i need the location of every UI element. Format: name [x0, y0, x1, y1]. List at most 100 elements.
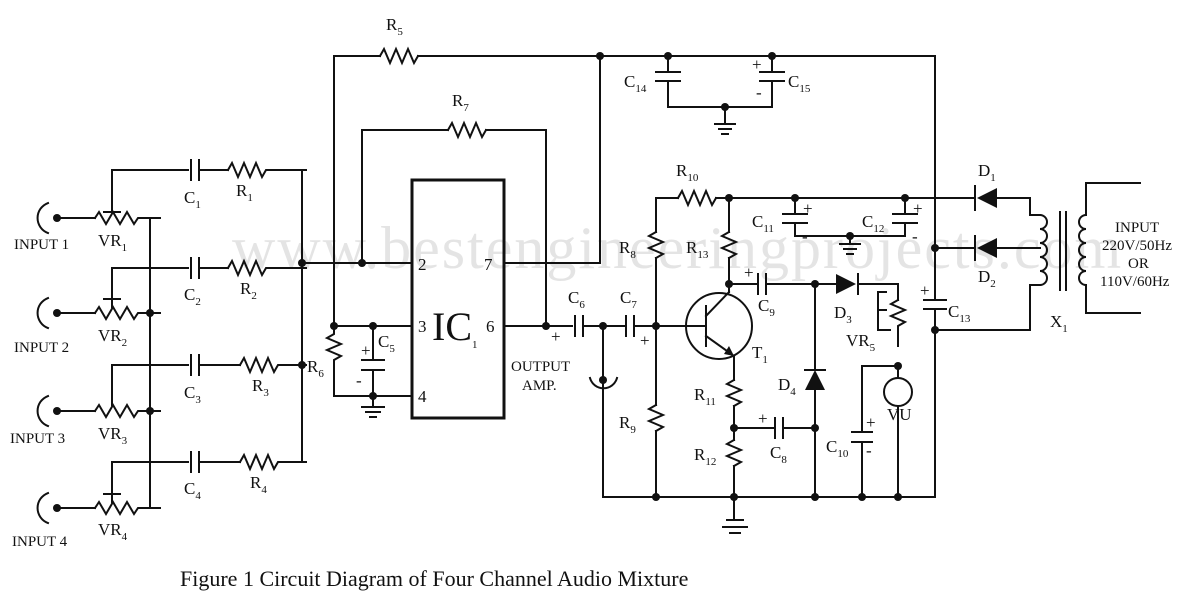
svg-text:+: +	[758, 409, 768, 428]
resistor-r2	[226, 258, 307, 278]
label-c11: C11	[752, 212, 774, 235]
label-x1: X1	[1050, 312, 1068, 335]
capacitor-c13: +	[920, 281, 947, 310]
resistor-r10	[676, 188, 718, 208]
input-jack-4	[36, 491, 96, 525]
label-vr1: VR1	[98, 231, 127, 254]
ic1-label: IC1	[432, 304, 478, 351]
svg-text:+: +	[361, 341, 371, 360]
label-r7: R7	[452, 91, 469, 114]
supply-filter: + - + - + -	[655, 55, 947, 498]
pot-vr4	[93, 461, 161, 516]
power-input-220v: 220V/50Hz	[1102, 238, 1172, 254]
input-jack-1	[36, 201, 96, 235]
pin-2: 2	[418, 255, 427, 274]
figure-caption: Figure 1 Circuit Diagram of Four Channel…	[180, 566, 688, 591]
ic-stage: IC1 2 7 3 4	[301, 46, 936, 420]
label-d2: D2	[978, 267, 996, 290]
svg-text:-: -	[866, 441, 872, 460]
resistor-r12	[724, 438, 744, 468]
label-r13: R13	[686, 238, 709, 261]
pin-3: 3	[418, 317, 427, 336]
label-c4: C4	[184, 479, 201, 502]
resistor-r9	[646, 403, 666, 433]
svg-text:+: +	[752, 55, 762, 74]
capacitor-c10: + -	[851, 413, 876, 460]
label-c10: C10	[826, 437, 849, 460]
resistor-r11	[724, 378, 744, 408]
diode-d1	[974, 185, 997, 211]
capacitor-c2	[190, 257, 229, 279]
label-c12: C12	[862, 212, 884, 235]
label-c13: C13	[948, 302, 971, 325]
input-2-label: INPUT 2	[14, 340, 69, 356]
label-r8: R8	[619, 238, 636, 261]
component-labels: VR1 VR2 VR3 VR4 VR5 C1 C2 C3 C4 C5 C6 C7…	[98, 15, 1068, 543]
transistor-t1	[685, 292, 753, 360]
label-vr2: VR2	[98, 326, 127, 349]
output-label-1: OUTPUT	[511, 359, 570, 375]
pot-vr2	[93, 267, 161, 321]
capacitor-c6: +	[551, 315, 584, 346]
pot-vr5	[888, 298, 908, 347]
label-r4: R4	[250, 473, 267, 496]
pot-vr1	[93, 169, 161, 226]
label-r6: R6	[307, 357, 324, 380]
svg-text:+: +	[920, 281, 930, 300]
power-input-110v: 110V/60Hz	[1100, 274, 1170, 290]
capacitor-c1	[190, 159, 229, 181]
transistor-stage: + +	[602, 188, 976, 534]
input-jack-2	[36, 296, 96, 330]
transformer-primary	[1078, 213, 1088, 287]
label-r9: R9	[619, 413, 636, 436]
capacitor-c8: +	[758, 409, 784, 439]
input-4-label: INPUT 4	[12, 534, 68, 550]
label-r11: R11	[694, 385, 716, 408]
pin-4: 4	[418, 387, 427, 406]
resistor-r6	[324, 325, 344, 375]
label-c15: C15	[788, 72, 811, 95]
label-vr4: VR4	[98, 520, 128, 543]
capacitor-c4	[190, 451, 241, 473]
resistor-r5	[378, 46, 420, 66]
capacitor-c15: + -	[752, 55, 785, 102]
output-label-2: AMP.	[522, 378, 557, 394]
label-c7: C7	[620, 288, 637, 311]
resistor-r7	[446, 120, 488, 140]
capacitor-c3	[190, 354, 241, 376]
svg-text:-: -	[356, 371, 362, 390]
power-input-label: INPUT	[1115, 220, 1159, 236]
label-r10: R10	[676, 161, 699, 184]
svg-text:+: +	[640, 331, 650, 350]
input-stage: INPUT 1 INPUT 2 INPUT 3 INPUT 4	[10, 159, 307, 550]
pin-6: 6	[486, 317, 495, 336]
pot-vr3	[93, 364, 161, 419]
label-r12: R12	[694, 445, 716, 468]
resistor-r4	[238, 452, 307, 472]
svg-text:-: -	[756, 83, 762, 102]
label-vr5: VR5	[846, 331, 876, 354]
capacitor-c5: + -	[356, 325, 385, 397]
svg-text:+: +	[803, 199, 813, 218]
label-c5: C5	[378, 332, 395, 355]
vu-meter	[883, 377, 913, 407]
label-c2: C2	[184, 285, 201, 308]
label-r1: R1	[236, 181, 253, 204]
svg-text:+: +	[913, 199, 923, 218]
label-c14: C14	[624, 72, 647, 95]
label-d3: D3	[834, 303, 852, 326]
label-c3: C3	[184, 383, 201, 406]
transformer-secondary	[1038, 213, 1048, 287]
label-r5: R5	[386, 15, 403, 38]
label-vu: VU	[887, 405, 912, 424]
resistor-r3	[238, 355, 307, 375]
input-1-label: INPUT 1	[14, 237, 69, 253]
svg-text:+: +	[866, 413, 876, 432]
diode-d4	[804, 369, 826, 390]
resistor-r1	[226, 160, 307, 180]
label-r3: R3	[252, 376, 269, 399]
label-t1: T1	[752, 343, 768, 366]
label-d4: D4	[778, 375, 796, 398]
